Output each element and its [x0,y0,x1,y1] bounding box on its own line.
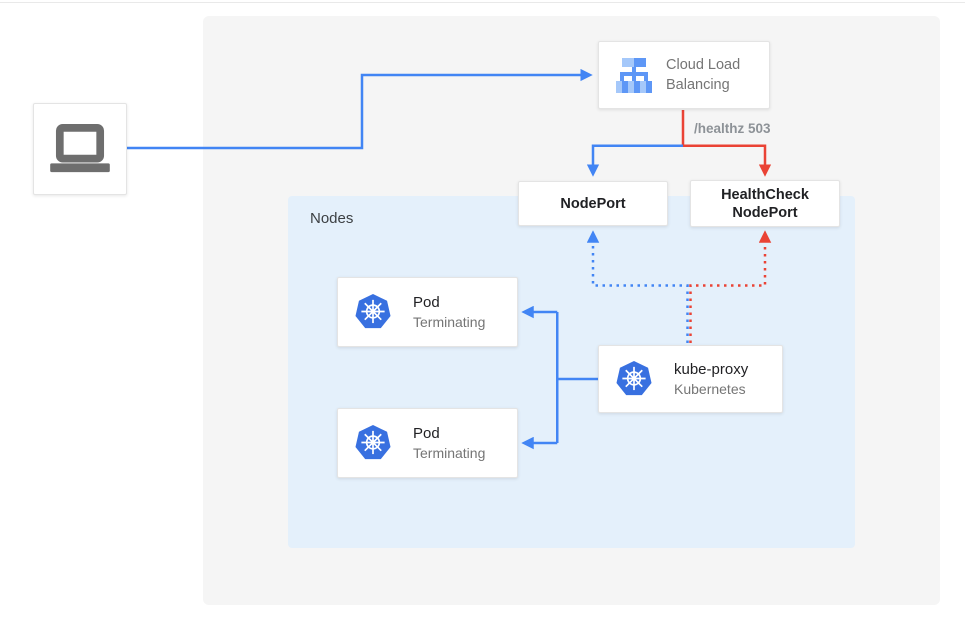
nodeport-node: NodePort [518,181,668,226]
pod-2-status: Terminating [413,445,486,461]
pod-2-node: Pod Terminating [337,408,518,478]
kube-proxy-text: kube-proxy Kubernetes [674,359,748,399]
healthcheck-nodeport-node: HealthCheck NodePort [690,180,840,227]
pod-2-text: Pod Terminating [413,423,485,463]
pod-1-status: Terminating [413,314,486,330]
pod-2-title: Pod [413,425,440,442]
healthcheck-nodeport-label: HealthCheck NodePort [721,186,809,221]
kube-proxy-title: kube-proxy [674,361,749,378]
kubernetes-icon [353,424,393,462]
cloud-load-balancing-label: Cloud Load Balancing [666,57,741,93]
laptop-icon [49,124,111,174]
kube-proxy-node: kube-proxy Kubernetes [598,345,783,413]
edge-kubeproxy-to-healthcheck-nodeport [689,230,772,343]
edge-clb-to-nodeport [586,144,683,177]
kube-proxy-subtitle: Kubernetes [674,381,746,397]
nodeport-label: NodePort [560,195,626,212]
pod-1-title: Pod [413,294,440,311]
kubernetes-icon [353,293,393,331]
nodes-group-label: Nodes [310,210,354,227]
healthz-status-label: /healthz 503 [694,121,771,136]
top-divider [0,2,965,3]
cloud-load-balancing-icon [614,56,654,94]
edge-client-to-clb [127,68,593,150]
pod-1-node: Pod Terminating [337,277,518,347]
edge-kubeproxy-to-nodeport [586,230,689,343]
client-laptop-node [33,103,127,195]
cloud-load-balancing-node: Cloud Load Balancing [598,41,770,109]
edge-clb-to-healthcheck-nodeport [681,110,772,177]
kubernetes-icon [614,360,654,398]
pod-1-text: Pod Terminating [413,292,485,332]
